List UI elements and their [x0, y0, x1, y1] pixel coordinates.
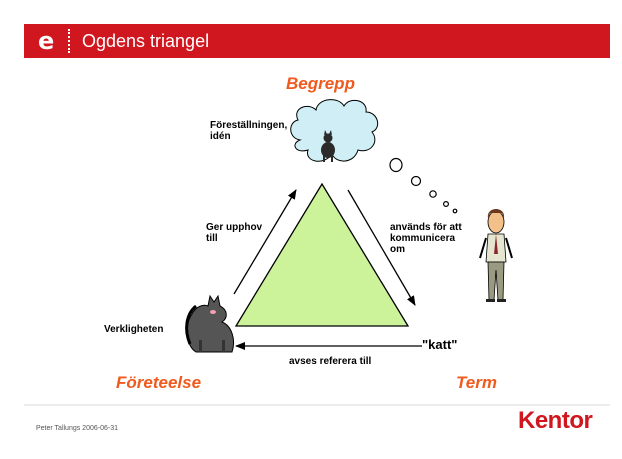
triangle: [234, 182, 410, 327]
referent-heading: Företeelse: [116, 373, 202, 392]
thought-cloud-icon: [290, 99, 379, 162]
arrow-gives-rise-to: [233, 189, 297, 295]
thought-bubbles-icon: [389, 157, 458, 214]
right-edge-label: används för att kommunicera om: [390, 222, 462, 255]
header-separator: [68, 29, 70, 53]
page-title: Ogdens triangel: [82, 31, 210, 51]
term-heading: Term: [456, 373, 497, 392]
reality-label: Verkligheten: [104, 324, 164, 335]
e-logo-icon: e: [38, 27, 55, 55]
footer-author-date: Peter Tallungs 2006-06-31: [36, 425, 118, 432]
bottom-edge-label: avses referera till: [289, 356, 372, 367]
concept-heading: Begrepp: [286, 74, 355, 93]
person-icon: [479, 209, 513, 302]
term-word: "katt": [422, 337, 458, 352]
cat-icon: [185, 294, 235, 353]
header-bar: e Ogdens triangel: [24, 24, 610, 58]
left-edge-label: Ger upphov till: [206, 222, 263, 244]
arrow-used-to-communicate: [347, 189, 416, 306]
kentor-logo: Kentor: [518, 407, 593, 434]
concept-label: Föreställningen, idén: [210, 120, 288, 142]
